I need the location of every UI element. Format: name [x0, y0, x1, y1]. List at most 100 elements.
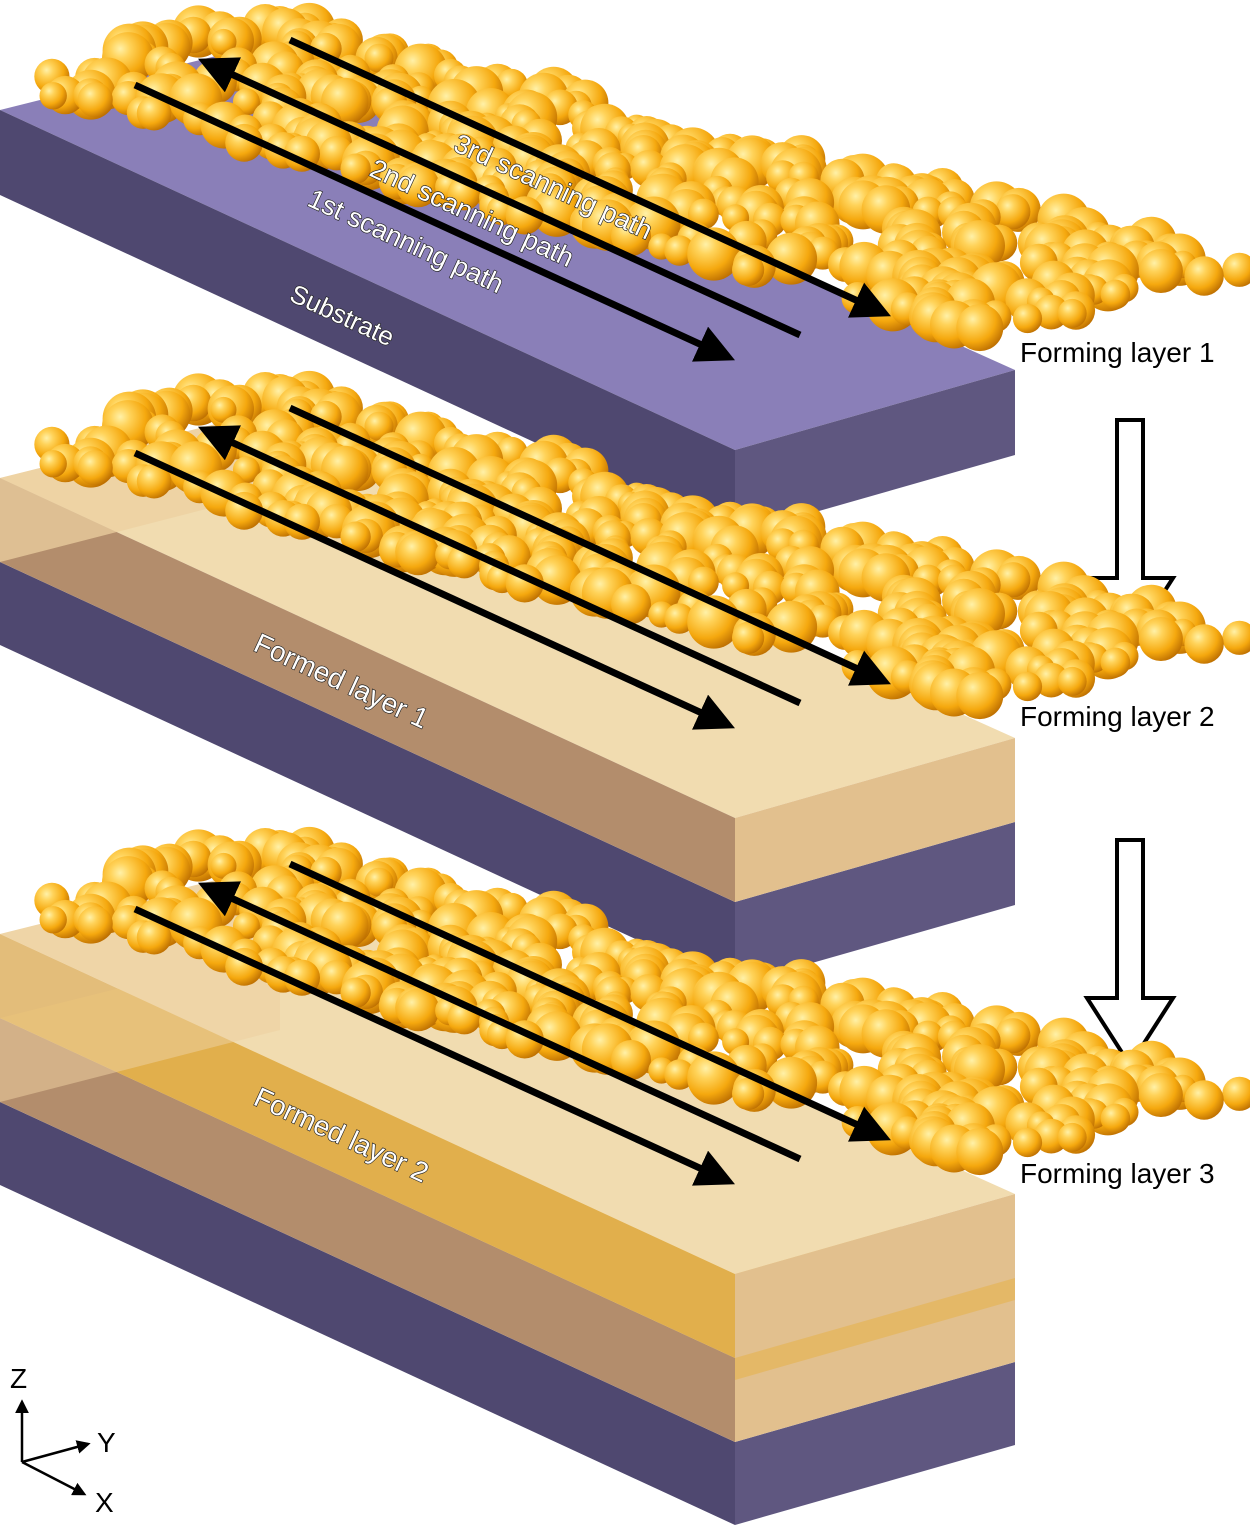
powder-particle: [340, 153, 371, 184]
powder-particle: [77, 82, 113, 118]
powder-particle: [396, 988, 440, 1032]
x-axis-line: [21, 1460, 87, 1496]
powder-particle: [1100, 1103, 1131, 1134]
substrate-block: [0, 1102, 1015, 1525]
powder-particle: [1222, 1076, 1250, 1111]
stage-1-forming-layer-1: 3rd scanning path 2nd scanning path 1st …: [0, 2, 1250, 535]
stage-3-forming-layer-3: Formed layer 2 Forming layer 3: [0, 826, 1250, 1525]
powder-particle: [136, 463, 172, 499]
substrate-front-face: [0, 110, 735, 535]
powder-particle: [765, 600, 818, 653]
powder-particle: [956, 672, 1004, 720]
substrate-side-face: [735, 370, 1015, 535]
powder-particle: [1222, 620, 1250, 655]
hollow-down-arrow-icon: [1083, 838, 1177, 1069]
powder-particle: [611, 1040, 651, 1080]
scan-path-2-arrow: [198, 881, 802, 1163]
powder-particle: [732, 253, 765, 286]
y-axis-line: [21, 1440, 91, 1464]
powder-particle: [664, 1059, 695, 1090]
scan-path-2-arrow: [198, 425, 802, 707]
powder-particle: [39, 82, 67, 110]
xyz-axis-icon: Z Y X: [10, 1363, 116, 1518]
powder-particle: [136, 95, 172, 131]
powder-particle: [396, 164, 440, 208]
powder-particle: [364, 43, 394, 73]
powder-particle: [995, 1018, 1031, 1054]
powder-particle: [1012, 303, 1043, 334]
powder-particle: [765, 1056, 818, 1109]
scan-path-1-arrow: [133, 905, 735, 1186]
powder-particle: [1100, 647, 1131, 678]
powder-particle: [1184, 1080, 1224, 1120]
x-axis-label: X: [95, 1487, 114, 1518]
powder-particle: [1057, 666, 1087, 696]
powder-particle: [1138, 617, 1183, 661]
powder-particle: [1057, 298, 1087, 328]
powder-particle: [995, 562, 1031, 598]
powder-bed: [34, 826, 1250, 1176]
scan-path-1-arrow: [133, 81, 735, 362]
powder-particle: [611, 584, 651, 624]
powder-particle: [210, 396, 237, 423]
scan-path-3-arrow: [288, 404, 891, 686]
powder-particle: [1012, 671, 1043, 702]
powder-particle: [77, 906, 113, 942]
powder-particle: [1184, 624, 1224, 664]
powder-particle: [1100, 279, 1131, 310]
scanning-paths: [133, 36, 891, 362]
powder-particle: [364, 411, 394, 441]
y-axis-label: Y: [97, 1427, 116, 1458]
substrate-block: [0, 562, 1015, 985]
powder-particle: [664, 603, 695, 634]
scan-path-3-arrow: [288, 860, 891, 1142]
powder-particle: [1012, 1127, 1043, 1158]
forming-layer-2-label: Forming layer 2: [1020, 701, 1215, 732]
scanning-paths: [133, 404, 891, 730]
z-axis-label: Z: [10, 1363, 27, 1394]
powder-particle: [995, 194, 1031, 230]
substrate-front-face: [0, 562, 735, 985]
powder-particle: [765, 232, 818, 285]
powder-particle: [732, 621, 765, 655]
powder-particle: [1222, 252, 1250, 287]
substrate-front-face: [0, 1102, 735, 1525]
formed-layer-side-face: [735, 738, 1015, 902]
powder-particle: [39, 906, 67, 934]
scan-path-1-arrow: [133, 449, 735, 730]
substrate-side-face: [735, 822, 1015, 985]
powder-particle: [364, 867, 394, 897]
powder-particle: [532, 555, 582, 605]
powder-particle: [136, 919, 172, 955]
formed-layers-block: [0, 864, 1015, 1442]
substrate-side-face: [735, 1362, 1015, 1525]
powder-particle: [210, 852, 237, 879]
formed-layer-front-lower: [0, 1018, 735, 1442]
powder-particle: [340, 977, 371, 1008]
powder-particle: [532, 1011, 582, 1061]
powder-particle: [340, 521, 371, 552]
powder-particle: [532, 187, 582, 237]
powder-particle: [956, 304, 1004, 352]
formed-layer-side-gold: [735, 1278, 1015, 1380]
powder-particle: [396, 532, 440, 576]
powder-particle: [732, 1077, 765, 1110]
powder-particle: [1138, 1073, 1183, 1117]
forming-layer-3-label: Forming layer 3: [1020, 1158, 1215, 1189]
scan-path-3-arrow: [288, 36, 891, 318]
powder-particle: [1057, 1122, 1087, 1152]
scanning-paths: [133, 860, 891, 1186]
powder-particle: [77, 450, 113, 486]
powder-particle: [1184, 256, 1224, 296]
powder-particle: [210, 28, 237, 55]
powder-particle: [1138, 249, 1183, 293]
formed-layer-front-face: [0, 478, 735, 902]
forming-layer-1-label: Forming layer 1: [1020, 337, 1215, 368]
powder-particle: [39, 450, 67, 478]
scan-path-2-arrow: [198, 57, 802, 339]
stage-2-forming-layer-2: Formed layer 1 Forming layer 2: [0, 370, 1250, 985]
powder-particle: [956, 1128, 1004, 1176]
powder-particle: [611, 216, 651, 256]
powder-particle: [664, 235, 695, 266]
